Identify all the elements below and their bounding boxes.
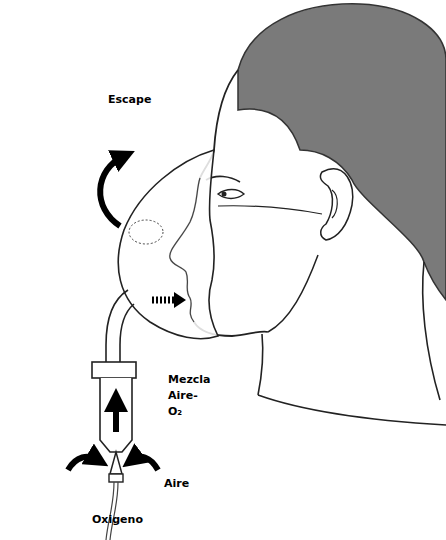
neck-back	[423, 262, 440, 400]
jaw	[268, 255, 318, 332]
flow-arrow	[113, 400, 119, 432]
escape-label: Escape	[108, 92, 151, 108]
air-arrow-left	[68, 457, 98, 470]
exhalation-port	[129, 220, 163, 244]
mixture-label: Mezcla Aire-O₂	[168, 372, 211, 420]
air-arrow-right	[132, 457, 158, 470]
venturi-connector	[92, 362, 136, 378]
inflow-arrow	[152, 292, 186, 308]
escape-arrow	[100, 156, 124, 226]
eye	[218, 190, 244, 199]
neck-front	[258, 334, 263, 395]
venturi-body	[100, 378, 132, 452]
air-label: Aire	[164, 476, 189, 492]
oxygen-label: Oxigeno	[92, 512, 143, 528]
shoulder	[258, 395, 446, 425]
oxygen-nozzle	[110, 452, 122, 474]
tube	[106, 290, 128, 362]
ear	[320, 169, 352, 240]
mask-strap	[218, 206, 322, 214]
oxygen-line	[106, 482, 114, 540]
hair	[238, 4, 446, 300]
face-mask	[118, 150, 218, 339]
